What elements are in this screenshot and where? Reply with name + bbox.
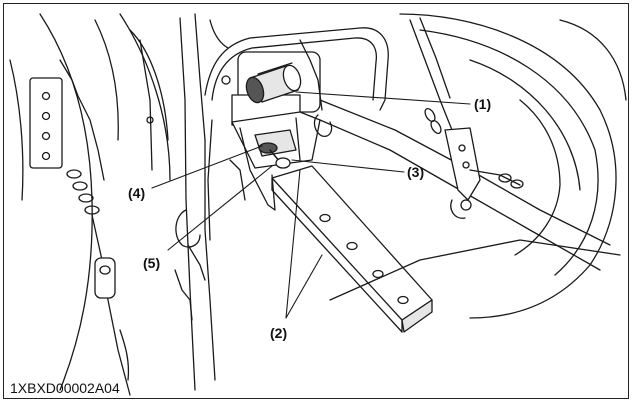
left-lift-chain [29,59,131,396]
left-frame-detail [129,29,169,171]
rear-tire [399,13,627,319]
callout-3: (3) [407,164,425,180]
figure-code: 1XBXD00002A04 [10,380,120,396]
pto-shaft [245,62,302,104]
drawbar-bracket [229,111,321,211]
drawbar [271,165,433,333]
callout-leaders [151,91,471,319]
callout-4: (4) [128,185,146,201]
left-tire [9,13,171,391]
callout-5: (5) [143,255,161,271]
center-assembly [174,13,241,391]
callout-2: (2) [270,325,288,341]
right-lift-chain [409,17,524,219]
callout-1: (1) [474,96,492,112]
